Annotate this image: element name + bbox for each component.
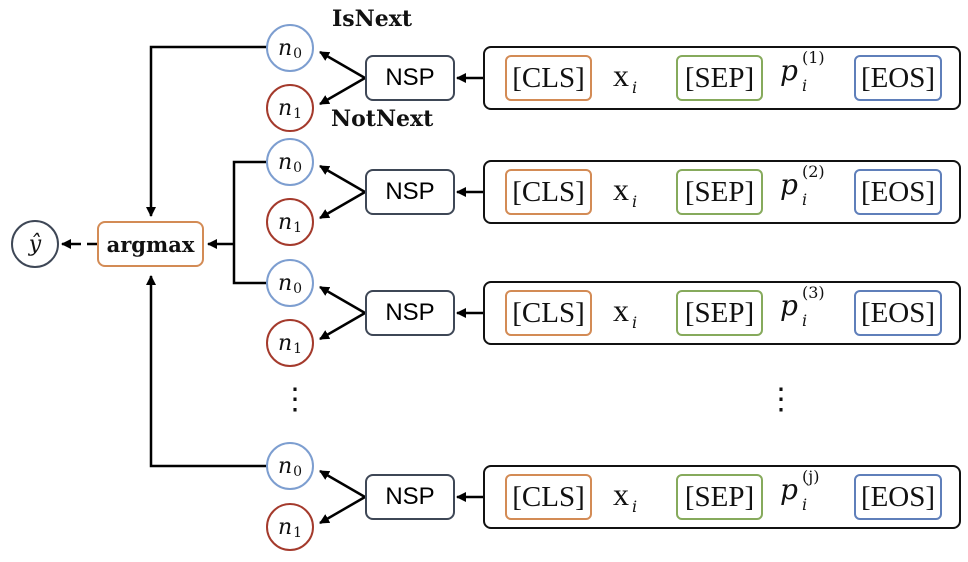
cls-token: [CLS] (505, 55, 592, 101)
n0-sub: 0 (293, 464, 303, 480)
nsp-to-n0-arrow-1 (319, 50, 366, 80)
nsp-label: NSP (385, 64, 435, 91)
n1-sub: 1 (293, 341, 303, 357)
output-label: ŷ (28, 231, 42, 257)
argmax-box: argmax (97, 221, 204, 267)
p-sup: (2) (802, 162, 825, 181)
nsp-to-n1-arrow-4 (319, 495, 366, 525)
n0-label: n (277, 35, 293, 61)
n1-sub: 1 (293, 220, 303, 236)
sep-token: [SEP] (676, 290, 763, 336)
n1-label: n (277, 209, 293, 235)
output-node: ŷ (11, 220, 59, 268)
p-label: p (780, 54, 798, 87)
nsp-to-n0-arrow-4 (319, 469, 366, 499)
sep-token: [SEP] (676, 474, 763, 520)
p-label: p (780, 168, 798, 201)
sep-token: [SEP] (676, 169, 763, 215)
n1-label: n (277, 514, 293, 540)
n0-sub: 0 (293, 46, 303, 62)
p-sub: i (802, 190, 808, 209)
p-sup: (j) (802, 467, 820, 486)
x-sub: i (632, 497, 638, 516)
p-sub: i (802, 311, 808, 330)
cls-token: [CLS] (505, 169, 592, 215)
sep-token: [SEP] (676, 55, 763, 101)
nsp-label: NSP (385, 483, 435, 510)
x-sub: i (632, 313, 638, 332)
isnext-label: IsNext (332, 6, 413, 32)
x-label: x (613, 57, 629, 93)
nsp-label: NSP (385, 178, 435, 205)
p-label: p (780, 473, 798, 506)
eos-token: [EOS] (854, 55, 942, 101)
cls-token: [CLS] (505, 474, 592, 520)
nsp-to-n1-arrow-3 (319, 311, 366, 341)
n0-label: n (277, 453, 293, 479)
n1-label: n (277, 95, 293, 121)
sequence-ellipsis: ⋮ (766, 382, 796, 417)
row4-to-argmax-line (146, 275, 267, 468)
nsp-to-n1-arrow-2 (319, 190, 366, 220)
nsp-box-row3: NSP (365, 290, 455, 336)
n0-label: n (277, 149, 293, 175)
nsp-to-n1-arrow-1 (319, 76, 366, 106)
notnext-label: NotNext (331, 106, 434, 132)
x-label: x (613, 476, 629, 512)
nsp-box-row1: NSP (365, 55, 455, 101)
x-sub: i (632, 78, 638, 97)
p-label: p (780, 289, 798, 322)
eos-token: [EOS] (854, 474, 942, 520)
n1-sub: 1 (293, 106, 303, 122)
nsp-box-row4: NSP (365, 474, 455, 520)
n0-sub: 0 (293, 281, 303, 297)
eos-token: [EOS] (854, 290, 942, 336)
nsp-to-n0-arrow-3 (319, 285, 366, 315)
x-label: x (613, 171, 629, 207)
row1-to-argmax-line (146, 45, 267, 217)
eos-token: [EOS] (854, 169, 942, 215)
p-sub: i (802, 76, 808, 95)
n1-sub: 1 (293, 525, 303, 541)
row2-row3-bracket-line (232, 160, 267, 285)
p-sup: (1) (802, 48, 825, 67)
n0-label: n (277, 270, 293, 296)
node-ellipsis: ⋮ (280, 382, 310, 417)
n0-sub: 0 (293, 160, 303, 176)
nsp-label: NSP (385, 299, 435, 326)
x-sub: i (632, 192, 638, 211)
p-sub: i (802, 495, 808, 514)
cls-token: [CLS] (505, 290, 592, 336)
p-sup: (3) (802, 283, 825, 302)
n1-label: n (277, 330, 293, 356)
nsp-box-row2: NSP (365, 169, 455, 215)
nsp-to-n0-arrow-2 (319, 164, 366, 194)
argmax-label: argmax (106, 231, 195, 257)
x-label: x (613, 292, 629, 328)
